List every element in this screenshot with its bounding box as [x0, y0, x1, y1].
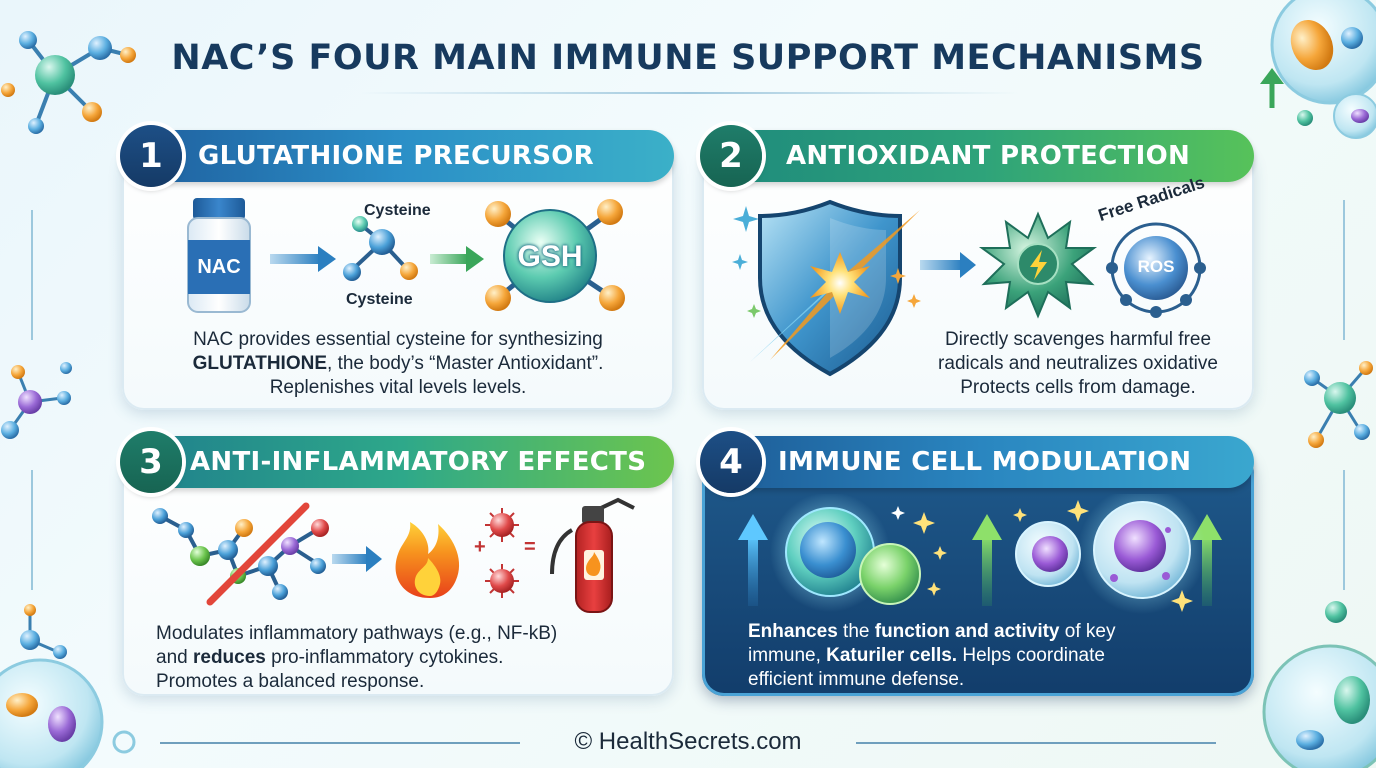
card-2-desc-line-1: Directly scavenges harmful free: [944, 329, 1212, 350]
card-1-desc-line-3: Replenishes vital levels levels.: [269, 377, 527, 398]
card-4-illustration: [738, 494, 1222, 614]
ros-label: ROS: [1137, 257, 1175, 276]
fire-extinguisher-icon: [550, 497, 635, 613]
sparkle-icons: [891, 500, 1193, 612]
card-4-desc-line-3: efficient immune defense.: [748, 669, 965, 690]
card-4-desc-line-2b: Helps coordinate: [957, 645, 1105, 666]
footer-rule-right: [856, 742, 1216, 744]
nac-bottle-label: NAC: [197, 256, 241, 278]
card-1-illustration: [187, 198, 625, 313]
card-3-desc-line-2a: and: [156, 647, 193, 668]
glutathione-term: GLUTATHIONE: [192, 353, 328, 374]
arrow-right-icon: [270, 246, 336, 272]
cell-icon-bottom-right: [1262, 601, 1376, 768]
card-2-description: Directly scavenges harmful free radicals…: [900, 328, 1256, 400]
card-1-desc-line-2: , the body’s “Master Antioxidant”.: [327, 353, 604, 374]
up-arrow-icon-decoration: [1260, 68, 1284, 108]
card-1-number: 1: [120, 125, 182, 187]
immune-cell-icon-1: [770, 494, 921, 612]
card-1-desc-line-1: NAC provides essential cysteine for synt…: [193, 329, 603, 350]
card-4-desc-line-2a: immune,: [748, 645, 827, 666]
card-4-number: 4: [700, 431, 762, 493]
card-3-illustration: [152, 497, 635, 613]
molecule-icon-left: [1, 362, 72, 439]
card-2-title: ANTIOXIDANT PROTECTION: [786, 141, 1191, 171]
title-divider: [360, 92, 1020, 94]
inflammation-flame-icon: [395, 522, 460, 598]
impact-burst-icon: [750, 210, 920, 362]
sparkle-icons: [732, 206, 761, 318]
cysteine-label-bottom: Cysteine: [346, 291, 413, 308]
molecule-icon-right: [1304, 361, 1373, 448]
card-4-desc-line-1b: of key: [1059, 621, 1116, 642]
free-radical-spiky-icon: [978, 211, 1098, 319]
card-4-title: IMMUNE CELL MODULATION: [778, 447, 1192, 477]
card-3-number: 3: [120, 431, 182, 493]
cysteine-label-top: Cysteine: [364, 202, 431, 219]
card-2-banner: [710, 130, 1254, 182]
card-1-description: NAC provides essential cysteine for synt…: [130, 328, 666, 400]
gsh-molecule-icon: [485, 199, 625, 311]
card-2-illustration: [732, 199, 1206, 377]
card-3-desc-line-2b: pro-inflammatory cytokines.: [265, 647, 504, 668]
card-4-banner: [710, 436, 1254, 488]
card-3-desc-line-3: Promotes a balanced response.: [156, 671, 425, 692]
footer-credit: © HealthSecrets.com: [574, 728, 802, 755]
card-1-banner: [130, 130, 674, 182]
reduces-term: reduces: [192, 647, 266, 668]
up-arrow-icon-middle: [972, 514, 1002, 606]
card-3-description: Modulates inflammatory pathways (e.g., N…: [156, 622, 557, 694]
cytokine-virus-icon: [485, 508, 519, 598]
card-4-description: Enhances the function and activity of ke…: [748, 620, 1115, 692]
enhances-term: Enhances: [748, 621, 838, 642]
card-3-title: ANTI-INFLAMMATORY EFFECTS: [190, 447, 647, 477]
function-activity-term: function and activity: [874, 621, 1060, 642]
card-1-title: GLUTATHIONE PRECURSOR: [198, 141, 594, 171]
up-arrow-icon-left: [738, 514, 768, 606]
page-title: NAC’S FOUR MAIN IMMUNE SUPPORT MECHANISM…: [171, 38, 1205, 78]
arrow-right-icon: [332, 546, 382, 572]
card-4-desc-line-1a: the: [837, 621, 875, 642]
ros-molecule-icon: [1106, 222, 1206, 318]
equals-sign: =: [524, 536, 536, 558]
arrow-right-icon: [920, 252, 976, 278]
footer-rule-left: [160, 742, 520, 744]
cell-icon-bottom-left: [0, 658, 136, 768]
cells-term: Katuriler cells.: [826, 645, 958, 666]
molecule-icon-top-left: [1, 31, 136, 134]
immune-cell-icon-2: [1015, 494, 1206, 614]
card-3-desc-line-1: Modulates inflammatory pathways (e.g., N…: [156, 623, 558, 644]
card-2-number: 2: [700, 125, 762, 187]
cell-icon-top-right: [1270, 0, 1376, 139]
card-3-banner: [130, 436, 674, 488]
cross-out-icon: [206, 502, 310, 606]
molecule-icon-bottom-left: [20, 604, 67, 659]
card-2-desc-line-3: Protects cells from damage.: [960, 377, 1196, 398]
cysteine-molecule-icon: [343, 216, 418, 281]
plus-sign: +: [474, 536, 486, 558]
arrow-right-green-icon: [430, 246, 484, 272]
card-2-desc-line-2: radicals and neutralizes oxidative: [938, 353, 1218, 374]
nac-bottle-icon: [187, 198, 251, 313]
gsh-label: GSH: [517, 240, 583, 273]
